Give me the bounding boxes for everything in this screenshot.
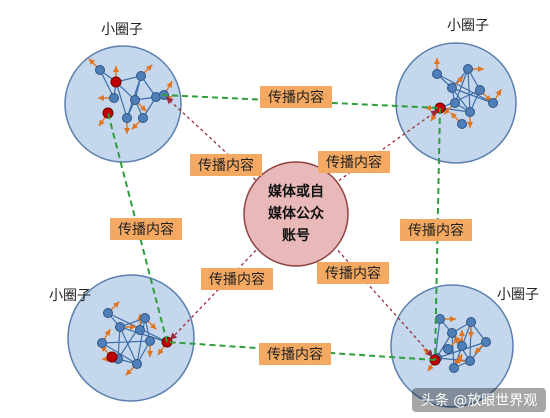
network-node <box>103 308 113 318</box>
label-right: 传播内容 <box>400 219 472 241</box>
community-label: 小圈子 <box>49 288 91 304</box>
edge-label-text: 传播内容 <box>408 222 464 239</box>
hub-text-line: 媒体公众 <box>267 205 324 222</box>
network-link <box>119 326 168 343</box>
network-node <box>122 113 132 123</box>
network-node <box>466 317 476 327</box>
edge-label-box <box>201 268 273 290</box>
edge-label-box <box>318 151 390 173</box>
edge-label-text: 传播内容 <box>325 265 381 282</box>
edge-label-text: 传播内容 <box>326 154 382 171</box>
community-bottom-left <box>67 274 195 402</box>
network-node <box>138 113 148 123</box>
edge-label-box <box>260 86 332 108</box>
network-node <box>136 71 146 81</box>
network-node <box>140 313 150 323</box>
network-node <box>449 363 459 373</box>
network-node <box>465 356 475 366</box>
label-hub-top-right: 传播内容 <box>318 151 390 173</box>
label-hub-bottom-left: 传播内容 <box>201 268 273 290</box>
network-node <box>135 325 145 335</box>
media-link <box>169 245 261 341</box>
label-top: 传播内容 <box>260 86 332 108</box>
label-hub-top-left: 传播内容 <box>190 154 262 176</box>
network-link <box>117 326 121 360</box>
edge-label-box <box>110 218 182 240</box>
network-link <box>99 69 115 99</box>
network-link <box>436 73 494 104</box>
network-node <box>432 69 442 79</box>
watermark-bg <box>412 388 546 412</box>
propagation-link <box>434 107 441 361</box>
edge-label-text: 传播内容 <box>268 89 324 106</box>
network-node <box>450 98 460 108</box>
network-node <box>109 93 119 103</box>
edge-label-text: 传播内容 <box>209 271 265 288</box>
network-node <box>115 322 125 332</box>
network-link <box>454 68 469 104</box>
network-node <box>130 95 140 105</box>
network-node <box>447 83 457 93</box>
community-label: 小圈子 <box>101 22 143 38</box>
network-node <box>145 336 155 346</box>
network-node <box>132 359 142 369</box>
edge-label-box <box>190 154 262 176</box>
network-node <box>443 344 453 354</box>
network-node <box>465 107 475 117</box>
network-node <box>447 328 457 338</box>
edge-label-text: 传播内容 <box>118 221 174 238</box>
community-circle <box>67 274 195 402</box>
network-link <box>115 81 128 119</box>
hub-text-line: 账号 <box>282 228 310 244</box>
network-link <box>451 332 455 369</box>
network-node <box>435 314 445 324</box>
label-left: 传播内容 <box>110 218 182 240</box>
network-node <box>457 119 467 129</box>
label-bottom: 传播内容 <box>259 343 331 365</box>
hub-circle <box>243 161 349 267</box>
community-top-left <box>64 45 182 163</box>
hub-text-line: 媒体或自 <box>267 183 324 200</box>
seed-node <box>110 76 122 88</box>
network-node <box>475 85 485 95</box>
propagation-link <box>161 94 441 109</box>
edge-label-box <box>400 219 472 241</box>
watermark: 头条 @放眼世界观 <box>412 388 546 412</box>
network-node <box>481 337 491 347</box>
edge-label-text: 传播内容 <box>267 346 323 363</box>
seed-node <box>106 351 118 363</box>
community-label: 小圈子 <box>497 287 539 303</box>
community-label: 小圈子 <box>447 18 489 34</box>
network-node <box>463 64 473 74</box>
watermark-text: 头条 @放眼世界观 <box>421 392 537 409</box>
network-node <box>95 65 105 75</box>
network-node <box>457 341 467 351</box>
network-link <box>101 340 151 344</box>
edge-label-box <box>259 343 331 365</box>
seed-node <box>102 107 114 119</box>
network-link <box>101 342 138 365</box>
network-node <box>488 98 498 108</box>
network-node <box>97 338 107 348</box>
edge-label-text: 传播内容 <box>198 157 254 174</box>
label-hub-bottom-right: 传播内容 <box>317 262 389 284</box>
edge-label-box <box>317 262 389 284</box>
community-top-right <box>395 42 517 164</box>
network-link <box>119 326 138 365</box>
